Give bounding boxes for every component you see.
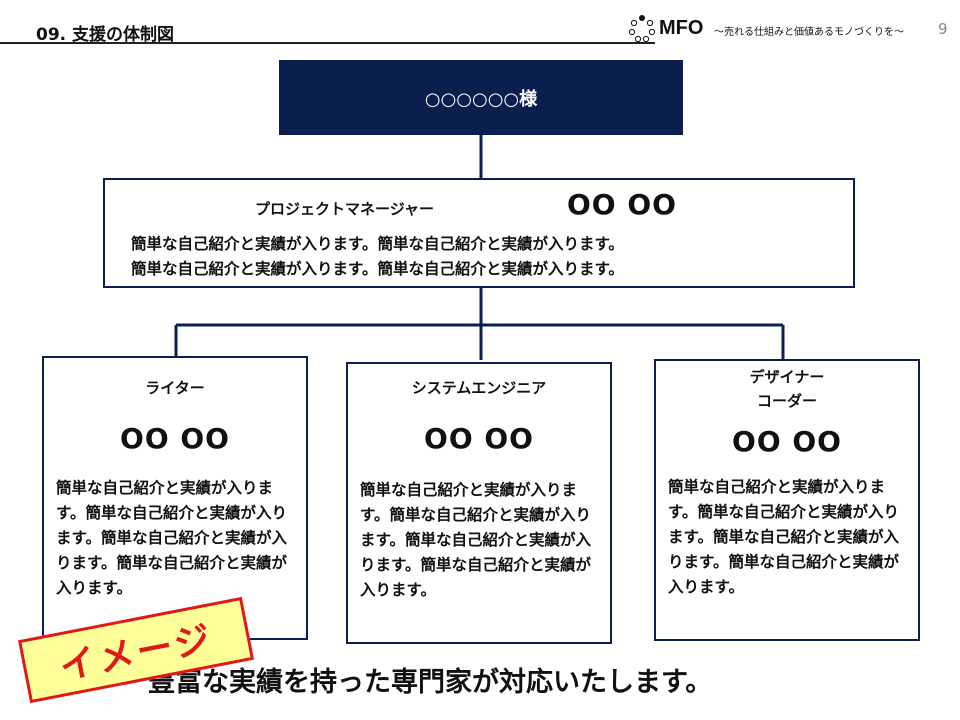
pm-description-line: 簡単な自己紹介と実績が入ります。簡単な自己紹介と実績が入ります。 — [131, 235, 624, 253]
client-label: ○○○○○○様 — [424, 88, 538, 110]
writer-name: OO OO — [120, 422, 230, 455]
writer-box: ライター OO OO 簡単な自己紹介と実績が入ります。簡単な自己紹介と実績が入り… — [42, 356, 308, 640]
pm-description-line: 簡単な自己紹介と実績が入ります。簡単な自己紹介と実績が入ります。 — [131, 260, 624, 278]
company-logo: MFO ～売れる仕組みと価値あるモノづくりを～ — [628, 14, 908, 44]
designer-name: OO OO — [732, 425, 842, 458]
logo-dots-icon — [628, 15, 656, 42]
footer-message: 豊富な実績を持った専門家が対応いたします。 — [148, 667, 713, 698]
page-number: 9 — [938, 20, 948, 38]
pm-role-label: プロジェクトマネージャー — [255, 200, 434, 218]
page-title: 09. 支援の体制図 — [36, 25, 175, 45]
designer-coder-box: デザイナー コーダー OO OO 簡単な自己紹介と実績が入ります。簡単な自己紹介… — [654, 359, 920, 641]
pm-name: OO OO — [567, 188, 677, 221]
engineer-description: 簡単な自己紹介と実績が入ります。簡単な自己紹介と実績が入ります。簡単な自己紹介と… — [360, 481, 591, 599]
logo-wordmark: MFO — [659, 17, 704, 39]
title-underline — [0, 42, 655, 44]
designer-description: 簡単な自己紹介と実績が入ります。簡単な自己紹介と実績が入ります。簡単な自己紹介と… — [668, 478, 899, 596]
pm-description: 簡単な自己紹介と実績が入ります。簡単な自己紹介と実績が入ります。 簡単な自己紹介… — [131, 232, 624, 282]
writer-role-label: ライター — [145, 379, 205, 397]
system-engineer-box: システムエンジニア OO OO 簡単な自己紹介と実績が入ります。簡単な自己紹介と… — [346, 362, 612, 644]
engineer-role-label: システムエンジニア — [411, 379, 547, 397]
engineer-name: OO OO — [424, 422, 534, 455]
designer-role-label: デザイナー コーダー — [749, 368, 825, 410]
client-box: ○○○○○○様 — [279, 60, 683, 135]
writer-description: 簡単な自己紹介と実績が入ります。簡単な自己紹介と実績が入ります。簡単な自己紹介と… — [56, 479, 287, 597]
project-manager-box: プロジェクトマネージャー OO OO 簡単な自己紹介と実績が入ります。簡単な自己… — [103, 178, 855, 288]
logo-tagline: ～売れる仕組みと価値あるモノづくりを～ — [714, 27, 904, 38]
